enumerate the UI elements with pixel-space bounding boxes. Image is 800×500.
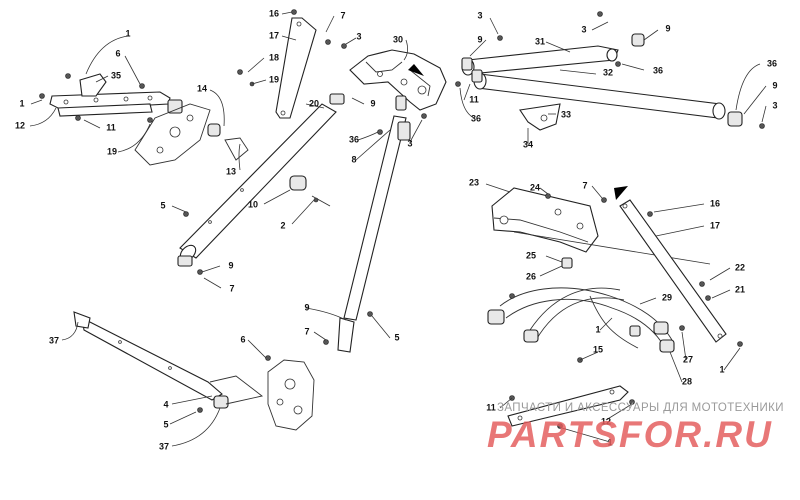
callout-9: 9 [228,260,233,270]
callout-28: 28 [682,376,692,386]
view-arrow-right [614,186,628,200]
callout-7: 7 [582,180,587,190]
tube-8 [337,115,411,353]
callout-11: 11 [106,122,116,132]
callout-9: 9 [370,98,375,108]
callout-27: 27 [683,354,693,364]
callout-17: 17 [710,220,720,230]
callout-3: 3 [581,24,586,34]
callout-32: 32 [603,67,613,77]
callout-18: 18 [269,52,279,62]
callout-35: 35 [111,70,121,80]
callout-16: 16 [269,8,279,18]
front-brace-bracket [49,73,171,117]
callout-2: 2 [280,220,285,230]
callout-12: 12 [601,416,611,426]
callout-25: 25 [526,250,536,260]
callout-11: 11 [486,402,496,412]
lower-mount-block [267,359,315,431]
callout-8: 8 [351,154,356,164]
callout-7: 7 [304,326,309,336]
leader-lines [29,11,767,447]
callout-10: 10 [248,199,258,209]
lower-bar-15 [507,385,629,427]
pin-2 [311,195,331,207]
callout-labels: 1 6 35 1 12 11 19 14 13 16 17 18 19 7 3 … [15,8,778,451]
callout-33: 33 [561,109,571,119]
callout-7: 7 [229,283,234,293]
callout-36: 36 [653,65,663,75]
view-arrow-top [408,64,424,76]
bushing-part [167,99,183,114]
callout-37: 37 [159,441,169,451]
callout-11: 11 [469,94,479,104]
callout-24: 24 [530,182,540,192]
callout-30: 30 [393,34,403,44]
tube-31 [461,45,619,76]
callout-9: 9 [772,80,777,90]
callout-1: 1 [595,324,600,334]
callout-3: 3 [772,100,777,110]
callout-20: 20 [309,98,319,108]
callout-3: 3 [407,138,412,148]
callout-16: 16 [710,198,720,208]
strut-17-right [619,199,727,343]
bushing-10 [289,175,307,191]
callout-13: 13 [226,166,236,176]
callout-5: 5 [163,419,168,429]
callout-6: 6 [115,48,120,58]
callout-17: 17 [269,30,279,40]
callout-12: 12 [15,120,25,130]
tube-20 [177,93,345,267]
watermark-caption: ЗАПЧАСТИ И АКСЕССУАРЫ ДЛЯ МОТОТЕХНИКИ [497,402,784,414]
callout-1: 1 [719,364,724,374]
strut-17-upper [275,17,317,119]
mount-plate-14 [134,103,249,166]
callout-3: 3 [356,31,361,41]
callout-1: 1 [19,98,24,108]
callout-1: 1 [125,28,130,38]
callout-23: 23 [469,177,479,187]
hose-assembly [487,287,675,353]
bar-4-shadow [209,375,264,405]
callout-4: 4 [163,399,168,409]
callout-9: 9 [304,302,309,312]
bracket-33 [519,103,561,131]
callout-14: 14 [197,83,207,93]
callout-31: 31 [535,36,545,46]
callout-6: 6 [240,334,245,344]
callout-22: 22 [735,262,745,272]
callout-37: 37 [49,335,59,345]
lower-bar-4 [73,311,229,409]
callout-36: 36 [471,113,481,123]
callout-19: 19 [107,146,117,156]
callout-5: 5 [394,332,399,342]
callout-36: 36 [349,134,359,144]
callout-26: 26 [526,271,536,281]
clamp-parts-right [461,33,743,127]
tube-32 [473,72,726,120]
callout-5: 5 [160,200,165,210]
bracket-23 [491,187,599,269]
watermark-logo: PARTSFOR.RU [487,414,773,455]
callout-15: 15 [593,344,603,354]
callout-3: 3 [477,10,482,20]
long-line-25 [513,231,711,265]
center-gusset-30 [349,49,447,111]
callout-36: 36 [767,58,777,68]
callout-34: 34 [523,139,533,149]
callout-9: 9 [665,23,670,33]
callout-19: 19 [269,74,279,84]
callout-29: 29 [662,292,672,302]
callout-21: 21 [735,284,745,294]
callout-9: 9 [477,34,482,44]
callout-7: 7 [340,10,345,20]
callout-1: 1 [607,437,612,447]
